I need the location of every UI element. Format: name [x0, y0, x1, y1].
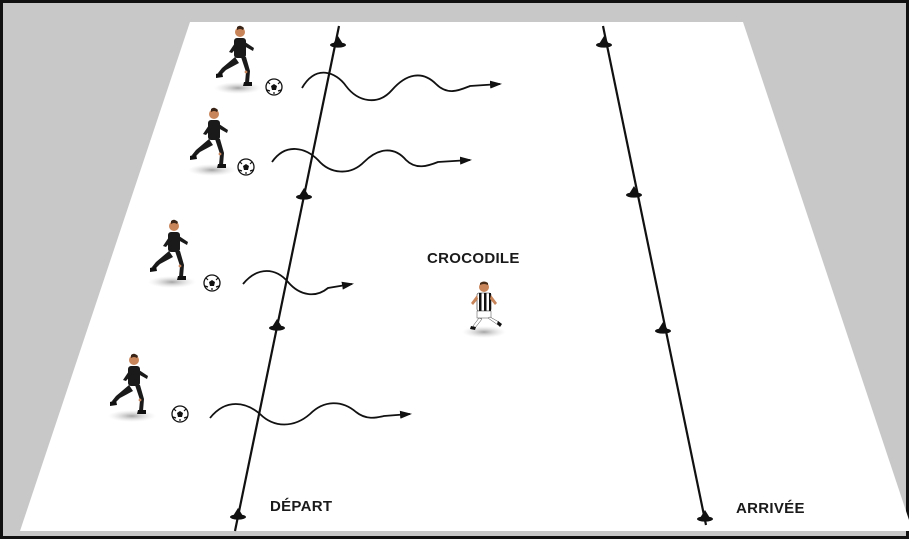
- field: [20, 22, 909, 531]
- dribble-arrow-1: [301, 71, 502, 101]
- start-line: [233, 25, 341, 532]
- defender-label: CROCODILE: [427, 250, 520, 267]
- finish-label: ARRIVÉE: [736, 500, 805, 517]
- defender-player: [462, 281, 506, 338]
- start-label: DÉPART: [270, 498, 333, 515]
- soccer-ball-icon: [237, 158, 255, 176]
- dribble-arrow-3: [242, 270, 354, 296]
- soccer-ball-icon: [265, 78, 283, 96]
- dribble-arrow-4: [209, 402, 412, 426]
- finish-line: [601, 25, 708, 526]
- soccer-ball-icon: [171, 405, 189, 423]
- soccer-ball-icon: [203, 274, 221, 292]
- dribble-arrow-2: [271, 148, 472, 173]
